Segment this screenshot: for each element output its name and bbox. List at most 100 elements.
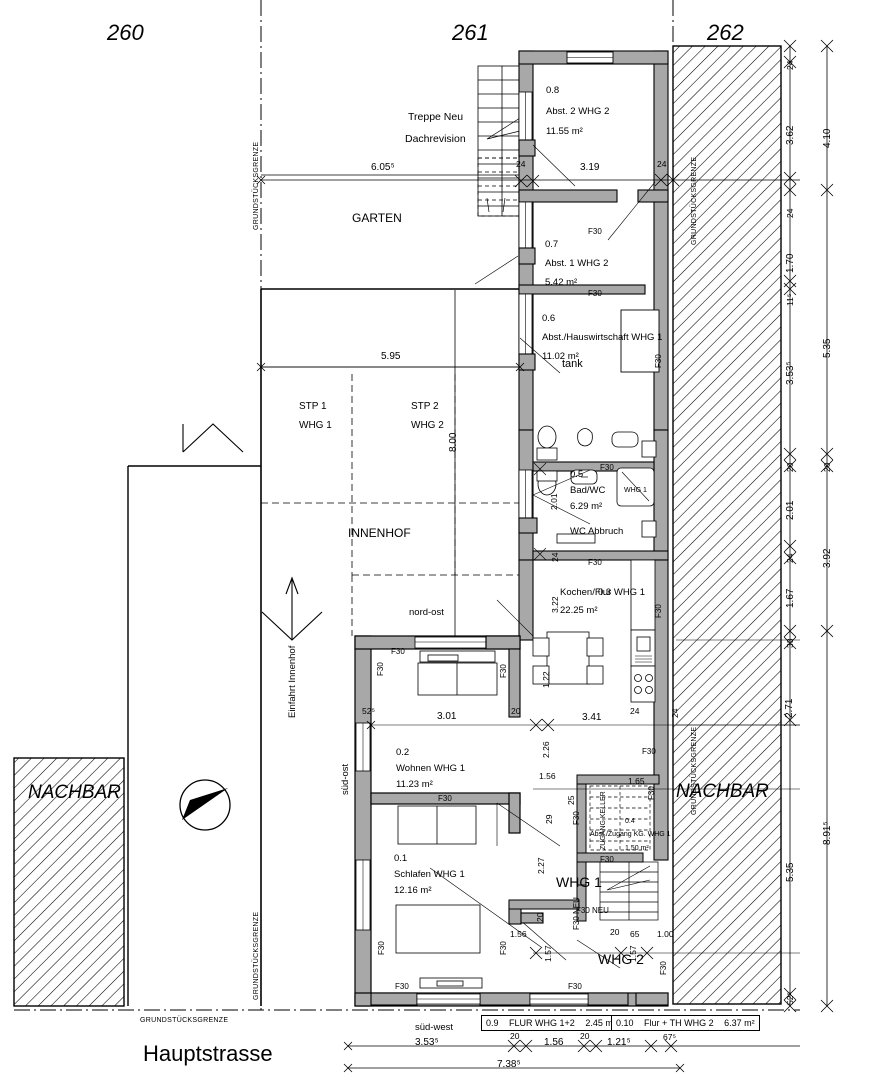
dim-1-57-b: 1.57 <box>628 945 638 962</box>
room-0-2-area: 11.23 m² <box>396 779 433 790</box>
property-line-label-top-left: GRUNDSTÜCKSGRENZE <box>253 141 260 230</box>
dim-b-20a: 20 <box>510 1031 520 1041</box>
building-upper <box>474 50 669 431</box>
dim-r1-3-53: 3.53⁵ <box>785 361 796 385</box>
property-line-label-right-top: GRUNDSTÜCKSGRENZE <box>691 156 698 245</box>
fire-rating-marker-15: F30 <box>377 941 386 955</box>
dimension-lines <box>256 39 834 1073</box>
stair-note-line1: Treppe Neu <box>408 111 464 123</box>
dim-2-27-interior: 2.27 <box>536 857 546 874</box>
room-0-7-area: 5.42 m² <box>545 277 578 288</box>
neighbour-label-left: NACHBAR <box>28 782 121 803</box>
dim-1-22-interior: 1.22 <box>541 671 551 688</box>
fire-rating-marker-2: F30 <box>588 289 602 298</box>
fire-rating-marker-8: F30 <box>391 647 405 656</box>
dim-r2-8-91: 8.91⁵ <box>822 821 833 845</box>
property-line-label-bottom: GRUNDSTÜCKSGRENZE <box>140 1017 229 1024</box>
room-0-2-name: Wohnen WHG 1 <box>396 763 465 774</box>
dim-1-56-interior-a: 1.56 <box>539 771 556 781</box>
orientation-nord-ost: nord-ost <box>409 607 444 618</box>
dim-2-26-interior: 2.26 <box>541 741 551 758</box>
fire-rating-marker-9: F30 <box>499 664 508 678</box>
room-0-1-name: Schlafen WHG 1 <box>394 869 465 880</box>
area-label-stp2: STP 2 <box>411 401 439 412</box>
building-kitchen-hall <box>496 559 669 861</box>
room-0-6-number: 0.6 <box>542 313 556 324</box>
cellar-access-label: ZUGANG KELLER <box>600 791 607 850</box>
plot-number-261: 261 <box>452 20 489 45</box>
room-0-3-name: Kochen/Flur WHG 1 <box>560 587 645 598</box>
dim-b-67: 67⁵ <box>663 1032 676 1042</box>
dim-20-living: 20 <box>511 706 521 716</box>
area-label-stp2-unit: WHG 2 <box>411 420 444 431</box>
wc-demolition-note: WC Abbruch <box>570 526 624 537</box>
room-0-5-number: 0.5 <box>570 469 584 480</box>
fire-rating-marker-1: F30 <box>588 227 602 236</box>
room-0-7-number: 0.7 <box>545 239 559 250</box>
fire-rating-marker-16: F30 <box>499 941 508 955</box>
fire-rating-marker-13: F30 <box>642 747 656 756</box>
dim-top-3-19: 3.19 <box>580 162 600 173</box>
boxed-room-0-10-area: 6.37 m² <box>724 1018 755 1028</box>
neighbour-hatch-right <box>672 45 782 1005</box>
dim-courtyard-depth: 8.00 <box>448 432 459 452</box>
building-bathroom <box>518 425 669 561</box>
room-0-8-area: 11.55 m² <box>546 126 583 137</box>
fire-rating-marker-new-2: F30 NEU <box>576 906 609 915</box>
fire-rating-marker-4: F30 <box>600 463 614 472</box>
fire-rating-marker-10: F30 <box>438 794 452 803</box>
dim-52-corner: 52⁵ <box>362 706 375 716</box>
dim-r1-24c: 24 <box>785 553 795 563</box>
dim-1-56-interior-b: 1.56 <box>510 929 527 939</box>
boxed-room-0-9-area: 2.45 m² <box>585 1018 616 1028</box>
building-cellar-access <box>429 774 660 969</box>
fire-rating-marker-5: F30 <box>588 558 602 567</box>
area-label-innenhof: INNENHOF <box>348 526 411 540</box>
fire-rating-marker-14: F30 <box>600 855 614 864</box>
dim-2-71-right: 2.71 <box>784 698 795 718</box>
neighbour-label-right: NACHBAR <box>676 781 769 802</box>
room-0-7-name: Abst. 1 WHG 2 <box>545 258 609 269</box>
dim-b-1-56: 1.56 <box>544 1037 564 1048</box>
dim-top-6-05: 6.05⁵ <box>371 162 395 173</box>
street-title: Hauptstrasse <box>143 1041 273 1066</box>
dim-20-interior: 20 <box>535 912 545 922</box>
dim-r1-52: 52⁵ <box>785 992 795 1005</box>
boxed-room-0-10-name: Flur + TH WHG 2 <box>644 1018 714 1028</box>
room-0-6-name: Abst./Hauswirtschaft WHG 1 <box>542 332 663 343</box>
room-0-1-number: 0.1 <box>394 853 408 864</box>
area-label-garten: GARTEN <box>352 211 402 225</box>
room-0-4-name: Abst./Zugang KG. WHG 1 <box>590 831 671 838</box>
room-0-8-number: 0.8 <box>546 85 560 96</box>
tank-label: tank <box>562 358 583 370</box>
dim-r1-5-35: 5.35 <box>785 862 796 882</box>
north-arrow <box>179 779 231 831</box>
dim-r1-20: 20 <box>785 462 795 472</box>
room-0-5-area: 6.29 m² <box>570 501 603 512</box>
dim-r1-24a: 24 <box>785 60 795 70</box>
dim-1-57-a: 1.57 <box>543 945 553 962</box>
fire-rating-marker-6: F30 <box>654 604 663 618</box>
dim-r1-24b: 24 <box>785 208 795 218</box>
fire-rating-marker-11: F30 <box>572 811 581 825</box>
orientation-sued-ost: süd-ost <box>340 763 351 795</box>
boxed-room-0-9: 0.9 FLUR WHG 1+2 2.45 m² <box>481 1015 621 1031</box>
room-0-2-number: 0.2 <box>396 747 410 758</box>
fire-rating-marker-3: F30 <box>654 354 663 368</box>
dim-r1-1-67: 1.67 <box>785 588 796 608</box>
dim-r2-3-92: 3.92 <box>822 548 833 568</box>
dim-b-1-21: 1.21⁵ <box>607 1037 631 1048</box>
room-0-3-area: 22.25 m² <box>560 605 598 616</box>
unit-label-whg2: WHG 2 <box>598 951 644 967</box>
area-label-stp1-unit: WHG 1 <box>299 420 332 431</box>
property-line-label-bottom-left: GRUNDSTÜCKSGRENZE <box>253 911 260 1000</box>
plot-number-262: 262 <box>707 20 744 45</box>
orientation-sued-west: süd-west <box>415 1022 454 1033</box>
boxed-room-0-9-no: 0.9 <box>486 1018 499 1028</box>
stair-note-line2: Dachrevision <box>405 133 466 145</box>
new-stair-symbol <box>477 65 527 217</box>
dim-b-3-53: 3.53⁵ <box>415 1037 439 1048</box>
site-outlines <box>127 174 520 1006</box>
dim-r1-33: 33 <box>785 638 795 648</box>
